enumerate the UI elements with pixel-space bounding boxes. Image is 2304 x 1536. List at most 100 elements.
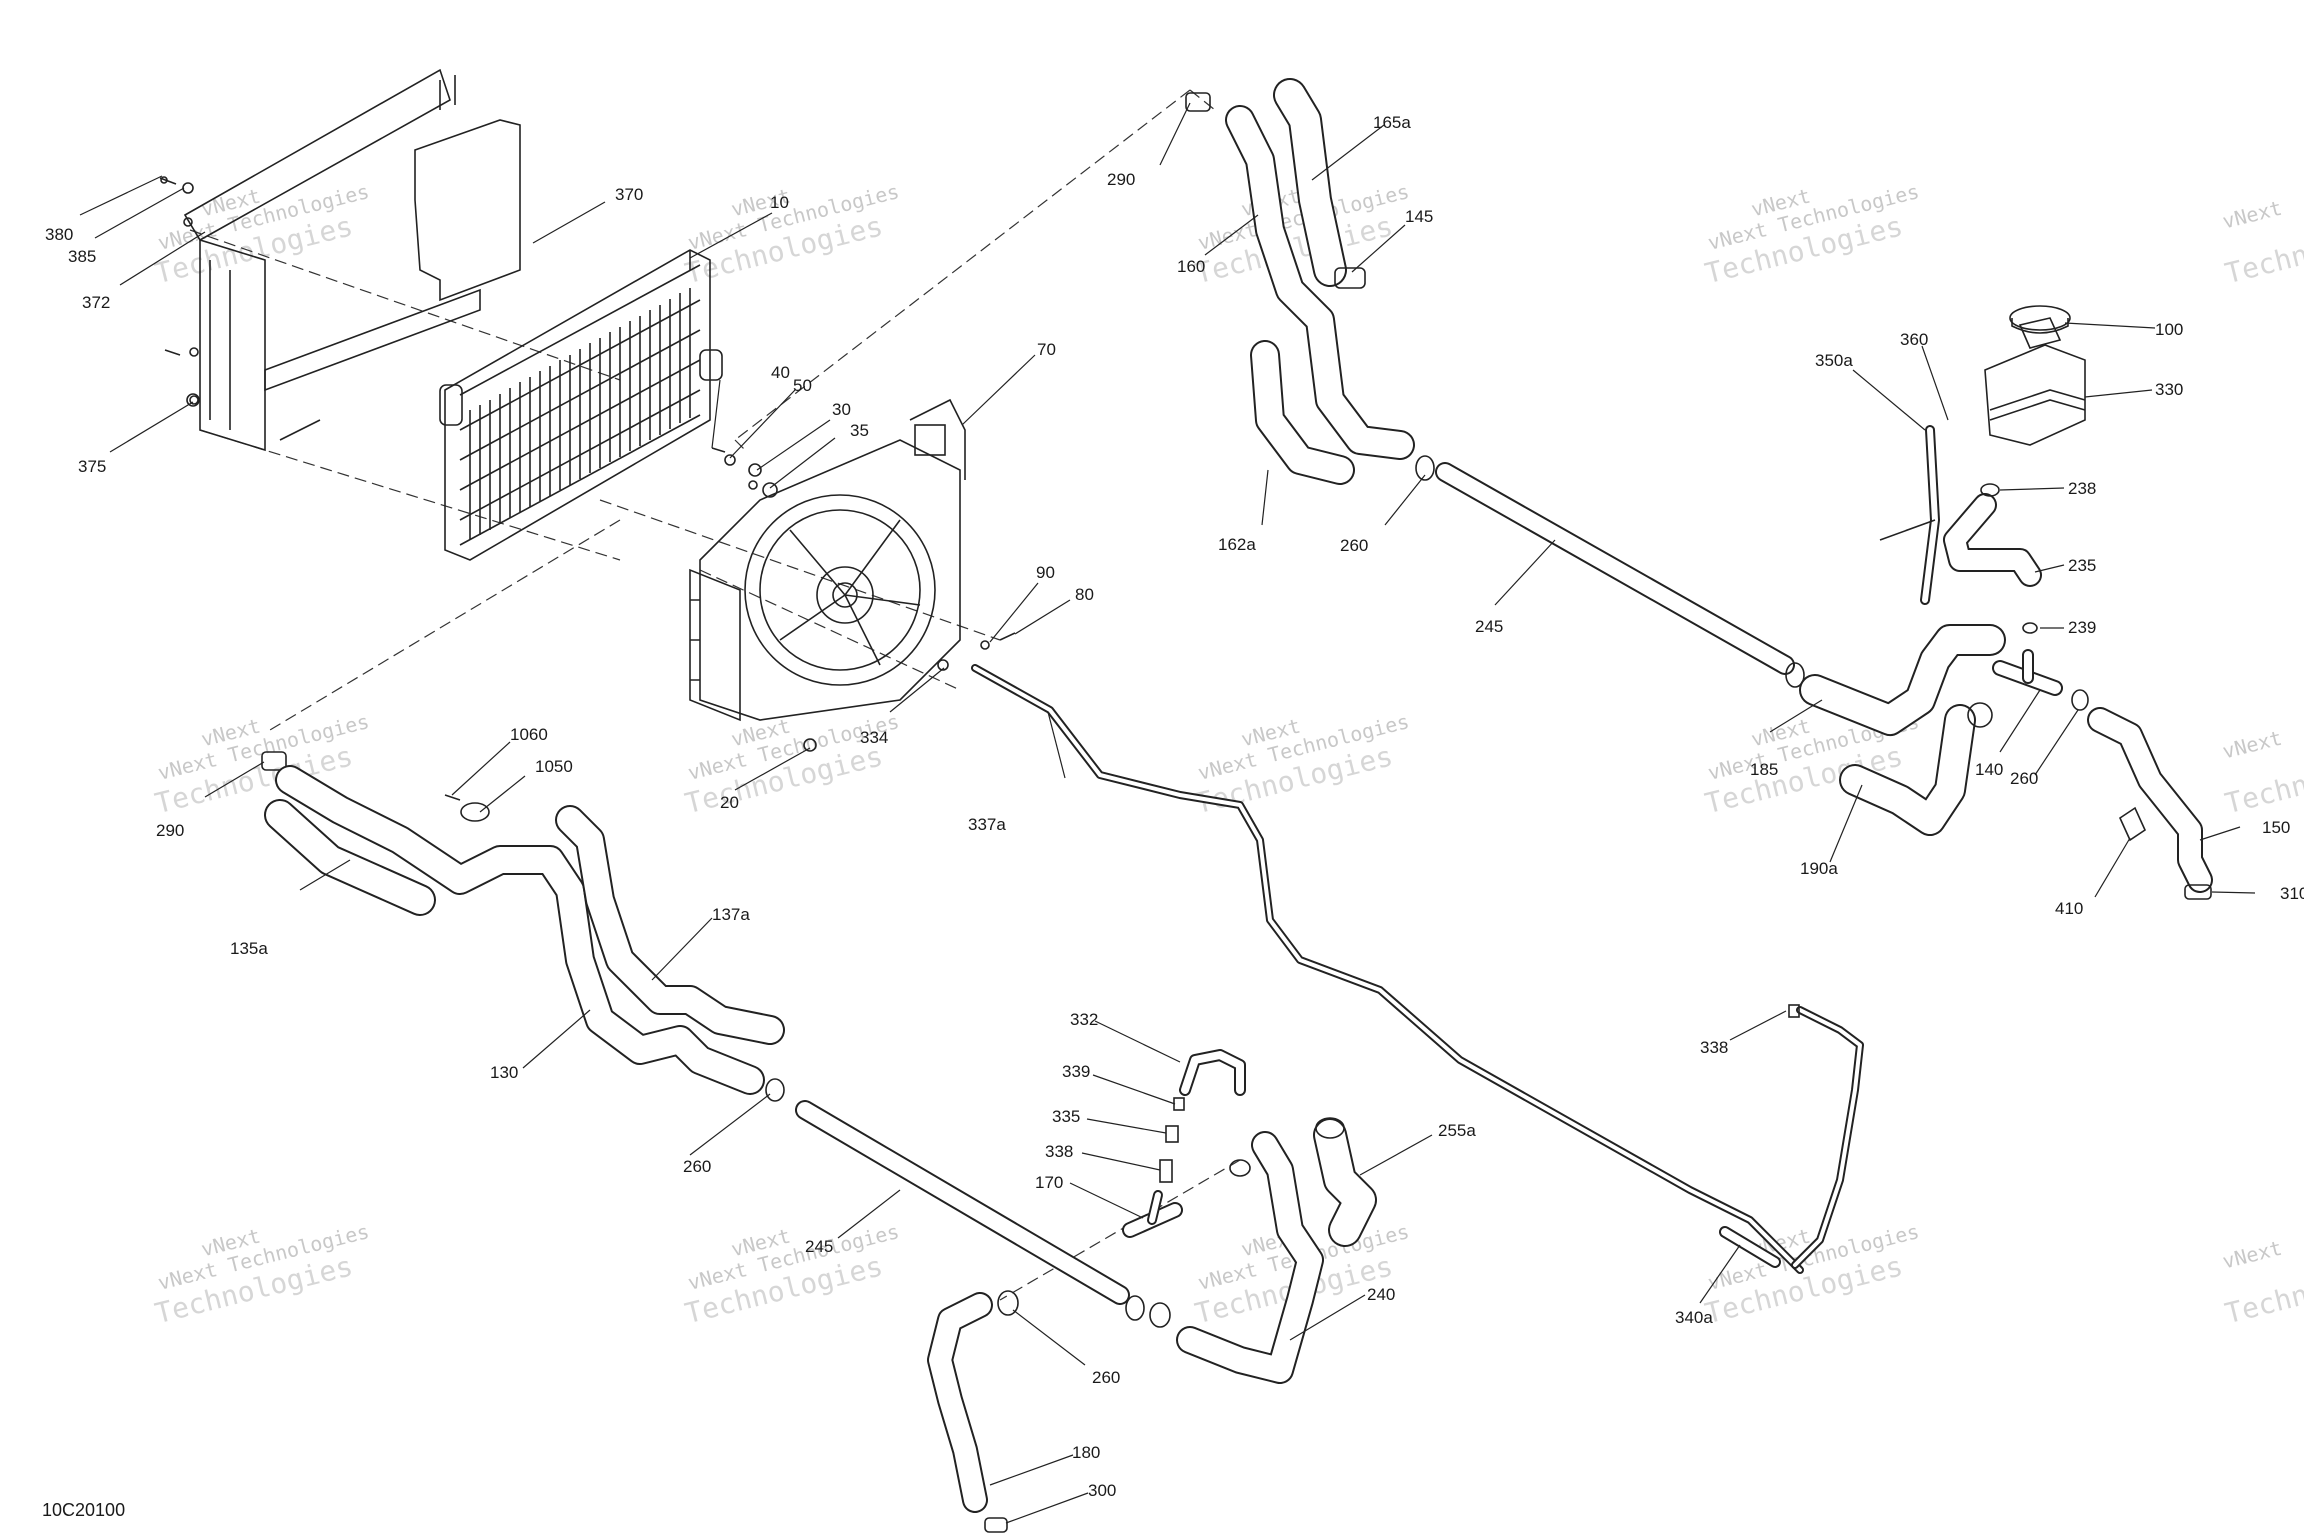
label-245-top: 245 bbox=[1475, 617, 1503, 636]
label-145: 145 bbox=[1405, 207, 1433, 226]
clamp-239 bbox=[2022, 622, 2038, 634]
label-150: 150 bbox=[2262, 818, 2290, 837]
label-338-right: 338 bbox=[1700, 1038, 1728, 1057]
clamp-290-left bbox=[261, 751, 287, 771]
tube-338-340a bbox=[1719, 1004, 1864, 1269]
label-90: 90 bbox=[1036, 563, 1055, 582]
label-260-left: 260 bbox=[683, 1157, 711, 1176]
label-10: 10 bbox=[770, 193, 789, 212]
label-255a: 255a bbox=[1438, 1121, 1476, 1140]
label-385: 385 bbox=[68, 247, 96, 266]
tee-fitting-170 bbox=[1122, 1190, 1183, 1238]
label-190a: 190a bbox=[1800, 859, 1838, 878]
screw-1060 bbox=[444, 794, 461, 801]
label-332: 332 bbox=[1070, 1010, 1098, 1029]
alignment-lines bbox=[189, 89, 1241, 1301]
label-240: 240 bbox=[1367, 1285, 1395, 1304]
label-310: 310 bbox=[2280, 884, 2304, 903]
hose-137a bbox=[555, 805, 785, 1045]
label-40: 40 bbox=[771, 363, 790, 382]
label-260-top: 260 bbox=[1340, 536, 1368, 555]
clamp-1050 bbox=[460, 802, 490, 822]
radiator-shroud-bracket bbox=[183, 68, 521, 452]
watermark: vNext vNext Technologies Technologies bbox=[1702, 179, 1922, 290]
hose-240 bbox=[1176, 1131, 1324, 1384]
label-334: 334 bbox=[860, 728, 888, 747]
label-245-bottom: 245 bbox=[805, 1237, 833, 1256]
label-340a: 340a bbox=[1675, 1308, 1713, 1327]
label-350a: 350a bbox=[1815, 351, 1853, 370]
diagram-code: 10C20100 bbox=[42, 1500, 125, 1520]
radiator bbox=[439, 249, 723, 561]
label-137a: 137a bbox=[712, 905, 750, 924]
label-360: 360 bbox=[1900, 330, 1928, 349]
clamp-260-bottom bbox=[1149, 1302, 1171, 1328]
clamp-300 bbox=[984, 1517, 1008, 1533]
hose-255a bbox=[1313, 1117, 1377, 1247]
label-162a: 162a bbox=[1218, 535, 1256, 554]
watermark: vNext Technologies bbox=[2220, 1236, 2304, 1331]
hose-130 bbox=[275, 765, 765, 1095]
label-165a: 165a bbox=[1373, 113, 1411, 132]
label-135a: 135a bbox=[230, 939, 268, 958]
label-70: 70 bbox=[1037, 340, 1056, 359]
expansion-tank bbox=[1984, 305, 2086, 446]
label-235: 235 bbox=[2068, 556, 2096, 575]
label-130: 130 bbox=[490, 1063, 518, 1082]
clamp-145 bbox=[1334, 267, 1366, 289]
label-290-top: 290 bbox=[1107, 170, 1135, 189]
hose-235 bbox=[1943, 493, 2042, 587]
connector-335 bbox=[1165, 1125, 1179, 1143]
lower-left-hoses bbox=[261, 751, 785, 1102]
label-100: 100 bbox=[2155, 320, 2183, 339]
bleeder-410 bbox=[2118, 806, 2147, 842]
svg-text:vNext: vNext bbox=[2220, 726, 2284, 764]
label-335: 335 bbox=[1052, 1107, 1080, 1126]
label-20: 20 bbox=[720, 793, 739, 812]
label-380: 380 bbox=[45, 225, 73, 244]
label-260-bottom: 260 bbox=[1092, 1368, 1120, 1387]
center-lower-parts bbox=[927, 1049, 1377, 1533]
connector-338 bbox=[1159, 1159, 1173, 1183]
svg-text:vNext: vNext bbox=[2220, 196, 2284, 234]
label-339: 339 bbox=[1062, 1062, 1090, 1081]
tee-fitting-140 bbox=[1992, 649, 2063, 696]
watermark: vNext vNext Technologies Technologies bbox=[152, 1219, 372, 1330]
label-170: 170 bbox=[1035, 1173, 1063, 1192]
watermark: vNext vNext Technologies Technologies bbox=[682, 179, 902, 290]
hose-190a bbox=[1839, 702, 1993, 836]
clamp-260-top bbox=[1415, 455, 1435, 481]
pipe-245-lower bbox=[795, 1100, 1145, 1321]
tank-hoses bbox=[1799, 425, 2213, 900]
clamp-260-center bbox=[1229, 1159, 1251, 1177]
clamp-260-lower bbox=[997, 1290, 1019, 1316]
label-337a: 337a bbox=[968, 815, 1006, 834]
watermarks: vNext vNext Technologies Technologies vN… bbox=[152, 179, 2304, 1331]
upper-hoses bbox=[1185, 78, 1435, 485]
clamp-310 bbox=[2184, 884, 2212, 900]
hose-162a bbox=[1250, 340, 1355, 485]
clamp-260-right bbox=[2071, 689, 2089, 711]
label-410: 410 bbox=[2055, 899, 2083, 918]
watermark: vNext vNext Technologies Technologies bbox=[682, 1219, 902, 1330]
hose-332 bbox=[1179, 1049, 1246, 1096]
watermark: vNext Technologies bbox=[2220, 196, 2304, 291]
tube-337a bbox=[971, 664, 1804, 1274]
label-180: 180 bbox=[1072, 1443, 1100, 1462]
label-140: 140 bbox=[1975, 760, 2003, 779]
part-labels: 380 385 372 370 375 10 40 50 30 35 70 90… bbox=[45, 113, 2304, 1500]
hose-135a bbox=[264, 799, 436, 916]
label-50: 50 bbox=[793, 376, 812, 395]
watermark: vNext vNext Technologies Technologies bbox=[152, 179, 372, 290]
label-80: 80 bbox=[1075, 585, 1094, 604]
clamp-260-left bbox=[765, 1078, 785, 1102]
label-185: 185 bbox=[1750, 760, 1778, 779]
label-370: 370 bbox=[615, 185, 643, 204]
fan-assembly bbox=[689, 398, 966, 722]
hose-350a bbox=[1879, 425, 1940, 605]
label-30: 30 bbox=[832, 400, 851, 419]
label-1050: 1050 bbox=[535, 757, 573, 776]
label-260-right: 260 bbox=[2010, 769, 2038, 788]
radiator-cap bbox=[2009, 305, 2071, 334]
leader-lines bbox=[79, 102, 2256, 1524]
